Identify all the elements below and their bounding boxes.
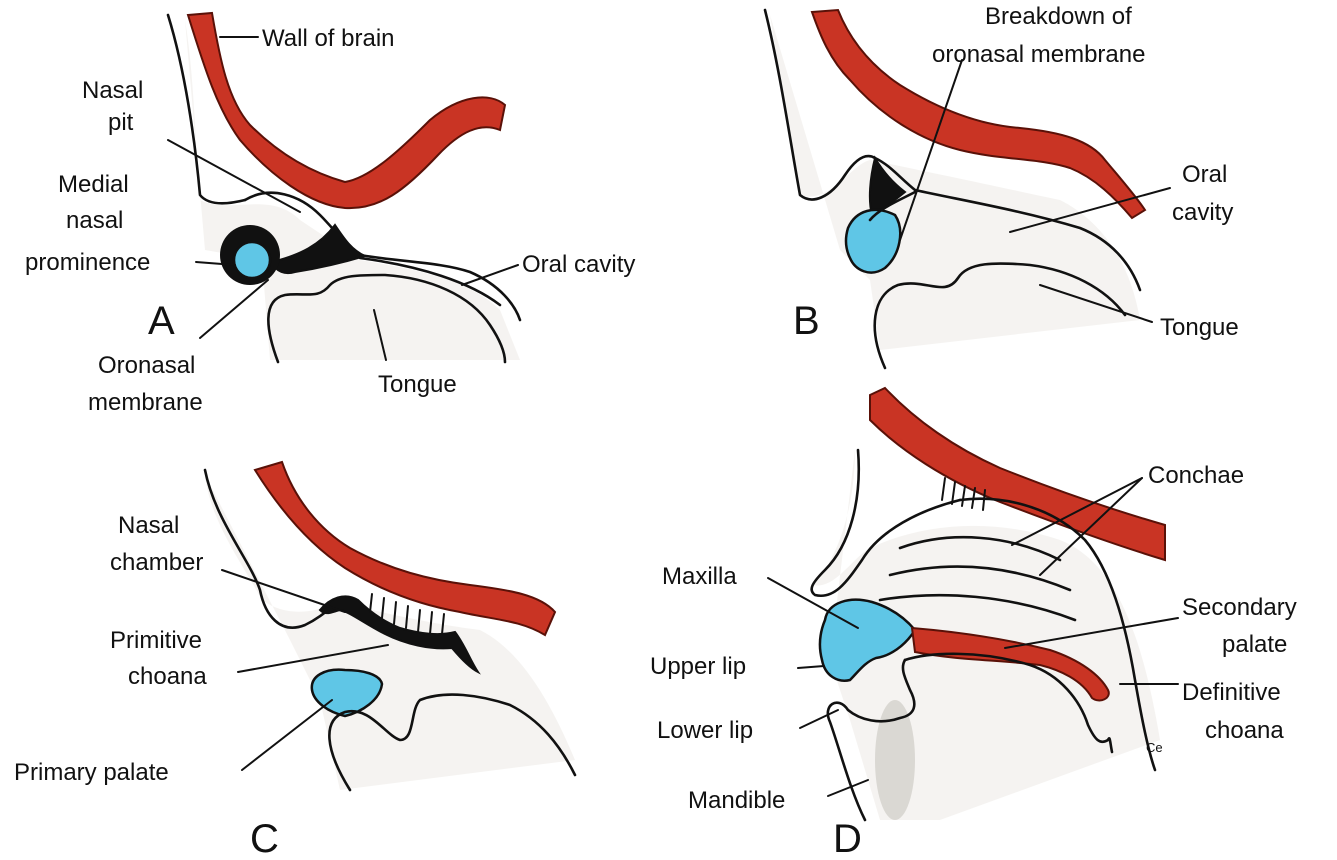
label-primary-palate: Primary palate [14, 759, 169, 786]
panel-b: Breakdown of oronasal membrane Oral cavi… [765, 3, 1239, 368]
label-definitive-1: Definitive [1182, 679, 1281, 706]
label-breakdown-2: oronasal membrane [932, 41, 1145, 68]
label-wall-of-brain: Wall of brain [262, 25, 395, 52]
panel-letter-c: C [250, 817, 279, 860]
label-breakdown-1: Breakdown of [985, 3, 1132, 30]
label-oral-cavity: Oral cavity [522, 251, 635, 278]
label-definitive-2: choana [1205, 717, 1284, 744]
label-oronasal-1: Oronasal [98, 352, 195, 379]
label-maxilla: Maxilla [662, 563, 737, 590]
label-tongue: Tongue [378, 371, 457, 398]
panel-a-medial-nasal-prominence [234, 242, 270, 278]
label-mandible: Mandible [688, 787, 785, 814]
panel-c-brain-wall [255, 462, 555, 635]
panel-letter-d: D [833, 817, 862, 860]
label-medial-2: nasal [66, 207, 123, 234]
label-nasal-pit-2: pit [108, 109, 134, 136]
label-primitive-1: Primitive [110, 627, 202, 654]
label-nasal-pit-1: Nasal [82, 77, 143, 104]
label-oral-1: Oral [1182, 161, 1227, 188]
panel-d-mandible-shading [875, 700, 915, 820]
label-lower-lip: Lower lip [657, 717, 753, 744]
label-secondary-1: Secondary [1182, 594, 1297, 621]
artist-signature: Ce [1146, 740, 1163, 755]
label-tongue-b: Tongue [1160, 314, 1239, 341]
panel-c: Nasal chamber Primitive choana Primary p… [14, 462, 575, 860]
label-upper-lip: Upper lip [650, 653, 746, 680]
label-nasal-chamber-1: Nasal [118, 512, 179, 539]
label-oral-2: cavity [1172, 199, 1233, 226]
panel-a: Wall of brain Nasal pit Medial nasal pro… [25, 13, 635, 416]
label-conchae: Conchae [1148, 462, 1244, 489]
panel-d: Conchae Maxilla Secondary palate Upper l… [650, 388, 1297, 860]
label-medial-3: prominence [25, 249, 150, 276]
label-nasal-chamber-2: chamber [110, 549, 203, 576]
panel-letter-b: B [793, 299, 820, 343]
label-medial-1: Medial [58, 171, 129, 198]
label-oronasal-2: membrane [88, 389, 203, 416]
label-secondary-2: palate [1222, 631, 1287, 658]
panel-letter-a: A [148, 299, 175, 343]
label-primitive-2: choana [128, 663, 207, 690]
